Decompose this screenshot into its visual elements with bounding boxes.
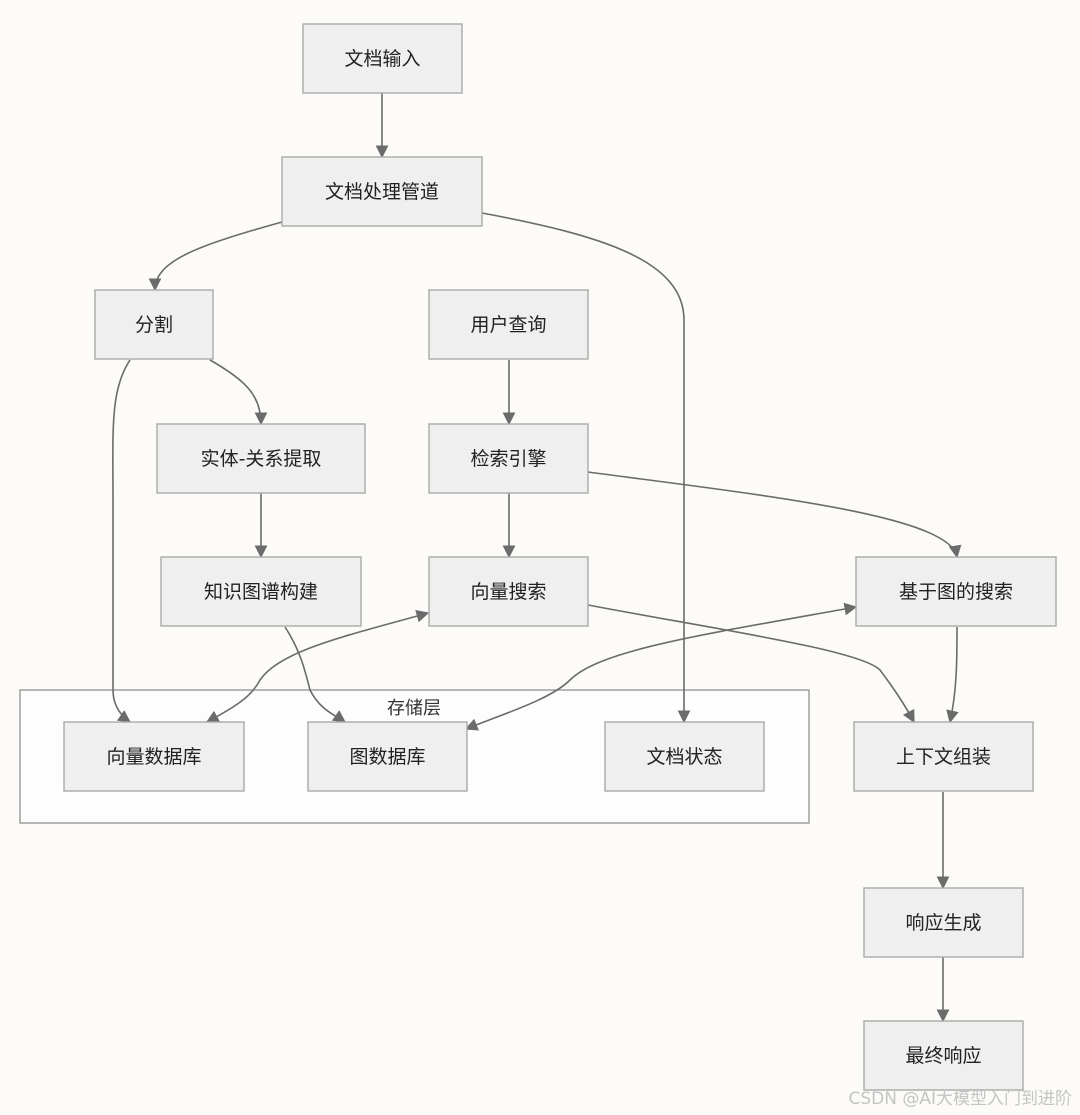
node-search-engine: 检索引擎 bbox=[428, 423, 589, 494]
edge-pipeline-to-doc-status bbox=[481, 212, 691, 724]
watermark: CSDN @AI大模型入门到进阶 bbox=[848, 1089, 1072, 1109]
node-doc-pipeline-label: 文档处理管道 bbox=[325, 181, 439, 203]
node-final-response-label: 最终响应 bbox=[905, 1045, 981, 1067]
edge-graph-search-to-context bbox=[946, 626, 959, 724]
node-doc-status-label: 文档状态 bbox=[646, 746, 722, 768]
edge-vector-search-to-context bbox=[587, 604, 915, 724]
node-doc-status: 文档状态 bbox=[604, 721, 765, 792]
node-split-label: 分割 bbox=[135, 314, 173, 336]
node-kg-build-label: 知识图谱构建 bbox=[204, 581, 318, 603]
node-search-engine-label: 检索引擎 bbox=[470, 448, 546, 470]
node-user-query: 用户查询 bbox=[428, 289, 589, 360]
node-response-gen: 响应生成 bbox=[863, 887, 1024, 958]
edge-pipeline-to-split bbox=[148, 221, 283, 292]
edge-split-to-entity-extract bbox=[209, 359, 268, 426]
node-response-gen-label: 响应生成 bbox=[905, 912, 981, 934]
node-final-response: 最终响应 bbox=[863, 1020, 1024, 1091]
node-entity-extract-label: 实体-关系提取 bbox=[201, 448, 322, 470]
node-graph-search-label: 基于图的搜索 bbox=[899, 581, 1013, 603]
edge-vector-search-vector-db bbox=[205, 609, 430, 723]
node-doc-input-label: 文档输入 bbox=[344, 48, 420, 70]
node-user-query-label: 用户查询 bbox=[470, 314, 546, 336]
node-kg-build: 知识图谱构建 bbox=[160, 556, 362, 627]
node-context-assembly-label: 上下文组装 bbox=[896, 746, 991, 768]
edge-split-to-vector-db bbox=[112, 359, 132, 723]
storage-layer-label: 存储层 bbox=[387, 698, 441, 719]
node-context-assembly: 上下文组装 bbox=[853, 721, 1034, 792]
edges bbox=[112, 93, 962, 1023]
node-split: 分割 bbox=[94, 289, 214, 360]
node-vector-db: 向量数据库 bbox=[63, 721, 245, 792]
node-graph-db: 图数据库 bbox=[307, 721, 468, 792]
edge-graph-search-graph-db bbox=[464, 602, 858, 731]
node-vector-search: 向量搜索 bbox=[428, 556, 589, 627]
edge-search-engine-to-graph-search bbox=[587, 471, 962, 559]
node-doc-pipeline: 文档处理管道 bbox=[281, 156, 483, 227]
node-vector-search-label: 向量搜索 bbox=[470, 581, 546, 603]
node-graph-search: 基于图的搜索 bbox=[855, 556, 1057, 627]
node-graph-db-label: 图数据库 bbox=[349, 746, 425, 768]
node-doc-input: 文档输入 bbox=[302, 23, 463, 94]
node-vector-db-label: 向量数据库 bbox=[106, 746, 201, 768]
node-entity-extract: 实体-关系提取 bbox=[156, 423, 366, 494]
